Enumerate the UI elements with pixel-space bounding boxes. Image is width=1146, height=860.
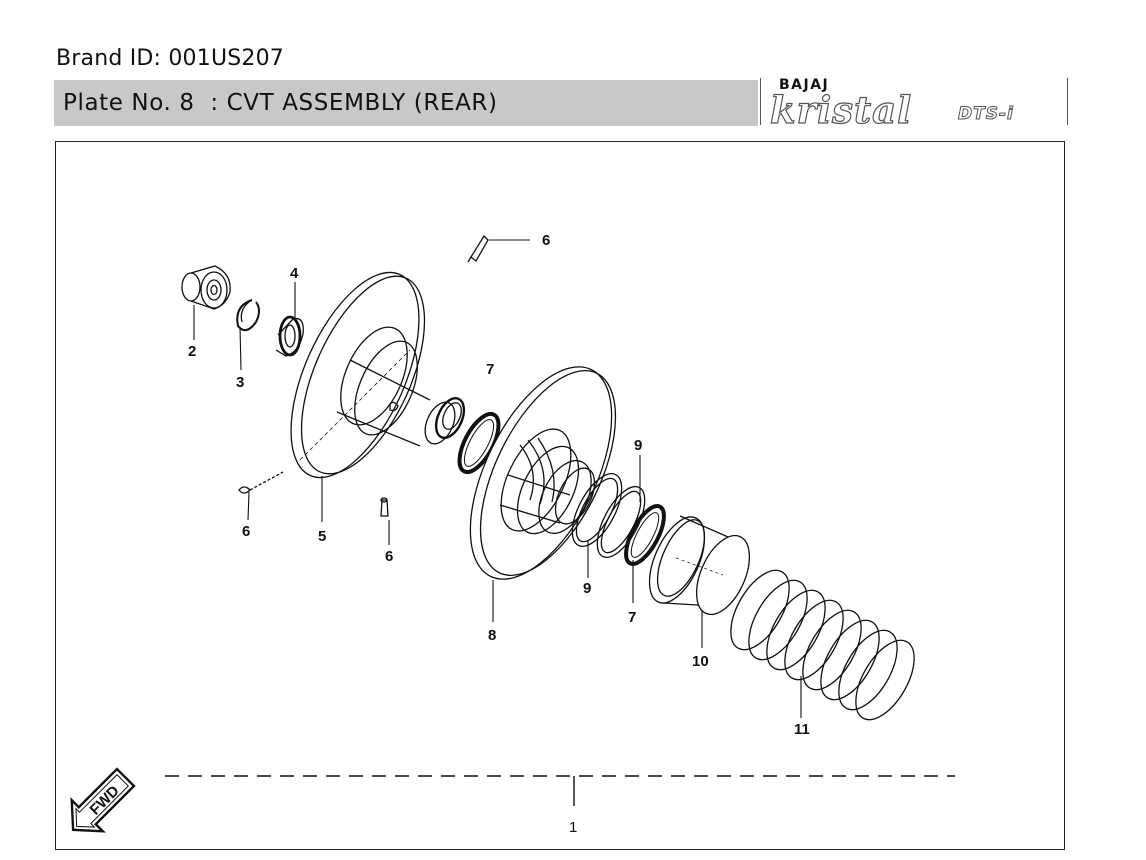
callout-10: 10 <box>692 653 709 670</box>
part-pin-middle <box>380 497 389 517</box>
logo-frame-left <box>760 78 761 125</box>
callout-2: 2 <box>188 343 196 360</box>
callout-7a: 7 <box>486 361 494 378</box>
logo-variant-text: DTS-i <box>958 104 1014 125</box>
part-pin-top <box>467 234 489 263</box>
brand-logo: BAJAJ kristal DTS-i <box>760 77 1068 133</box>
part-circlip <box>236 299 260 332</box>
callout-5: 5 <box>318 528 326 545</box>
part-pin-left <box>238 471 284 494</box>
callout-11: 11 <box>794 721 810 738</box>
brand-id: Brand ID: 001US207 <box>56 46 285 71</box>
part-movable-sheave <box>469 366 617 580</box>
callout-9b: 9 <box>583 580 591 597</box>
diagram-frame <box>55 141 1065 850</box>
part-fixed-sheave <box>290 271 466 479</box>
plate-title-bar: Plate No. 8 : CVT ASSEMBLY (REAR) <box>54 80 758 126</box>
callout-1: 1 <box>569 819 577 836</box>
logo-model-text: kristal <box>769 87 913 132</box>
callout-4: 4 <box>290 265 299 282</box>
callout-3: 3 <box>236 374 244 391</box>
callout-9a: 9 <box>634 437 642 454</box>
callout-8: 8 <box>488 627 496 644</box>
part-o-ring-lower <box>624 504 666 566</box>
part-bearing <box>181 265 231 310</box>
callout-7b: 7 <box>628 609 636 626</box>
logo-frame-right <box>1067 78 1068 125</box>
part-spring <box>730 569 915 721</box>
part-spring-seat <box>648 515 751 616</box>
plate-title: Plate No. 8 : CVT ASSEMBLY (REAR) <box>63 90 498 116</box>
callout-6a: 6 <box>542 232 550 249</box>
fwd-arrow-icon: FWD <box>70 767 136 833</box>
leader-lines <box>165 239 955 806</box>
logo-brand-text: BAJAJ <box>779 77 830 93</box>
callout-6c: 6 <box>385 548 393 565</box>
part-oil-seal <box>275 315 304 357</box>
callout-6b: 6 <box>242 523 250 540</box>
